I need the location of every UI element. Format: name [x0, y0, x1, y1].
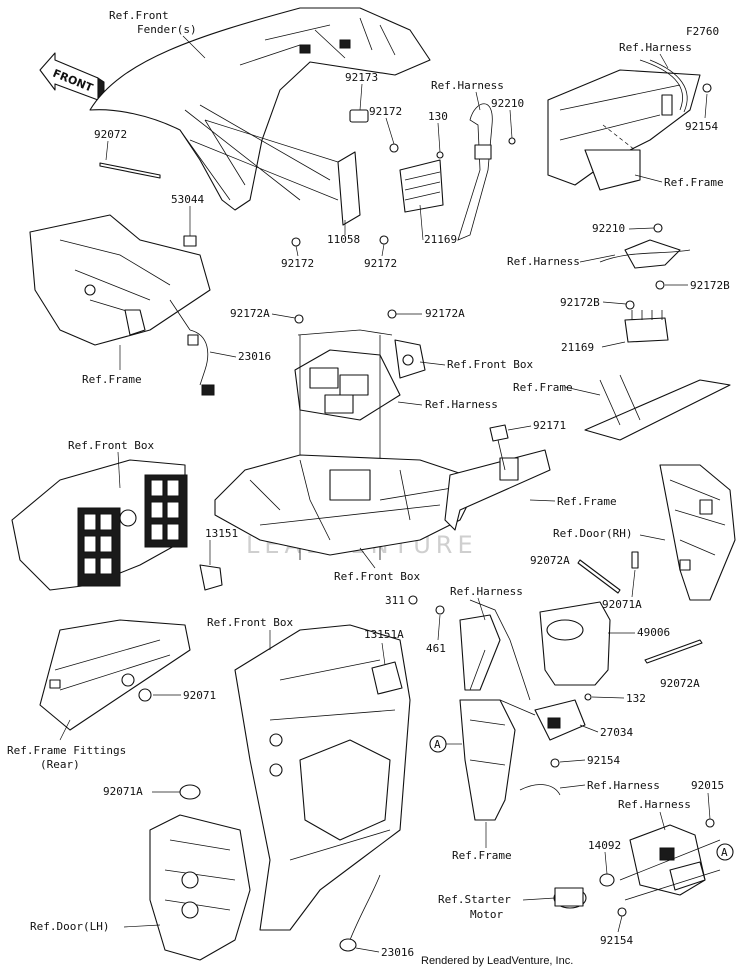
front-direction-arrow: FRONT: [39, 52, 105, 105]
label-311: 311: [385, 594, 405, 607]
label-92072a-1: 92072A: [530, 554, 570, 567]
label-53044: 53044: [171, 193, 204, 206]
label-ref-harness-7: Ref.Harness: [618, 798, 691, 811]
washer-461: [435, 605, 445, 615]
label-ref-starter: Ref.Starter: [438, 893, 511, 906]
door-rh-illustration: [659, 464, 736, 601]
label-13151a: 13151A: [364, 628, 404, 641]
label-92154-2: 92154: [587, 754, 620, 767]
bolt-92154-center: [550, 758, 560, 768]
label-13151: 13151: [205, 527, 238, 540]
nut-311: [408, 595, 418, 605]
label-ref-door-rh: Ref.Door(RH): [553, 527, 632, 540]
front-box-left-panel: [11, 459, 223, 591]
label-ref-harness-4: Ref.Harness: [425, 398, 498, 411]
label-27034: 27034: [600, 726, 633, 739]
label-ref-frame-4: Ref.Frame: [82, 373, 142, 386]
front-box-panel-lower: [234, 624, 411, 931]
door-lh-illustration: [149, 784, 251, 961]
label-92210-right: 92210: [592, 222, 625, 235]
label-ref-frame-fittings: Ref.Frame Fittings: [7, 744, 126, 757]
label-ref-door-lh: Ref.Door(LH): [30, 920, 109, 933]
starter-motor: [553, 887, 587, 909]
label-21169-1: 21169: [424, 233, 457, 246]
label-ref-harness-1: Ref.Harness: [619, 41, 692, 54]
label-92172b-2: 92172B: [690, 279, 730, 292]
label-ref-frame-1: Ref.Frame: [664, 176, 724, 189]
frame-bracket-center-right: [444, 424, 551, 531]
cap-14092: [599, 873, 615, 887]
label-92172-left: 92172: [281, 257, 314, 270]
cover-49006: [539, 601, 611, 686]
harness-clamp-right: [584, 223, 731, 441]
label-ref-frame-3: Ref.Frame: [513, 381, 573, 394]
label-ref-harness-2: Ref.Harness: [431, 79, 504, 92]
label-ref-frame-5: Ref.Frame: [557, 495, 617, 508]
label-ref-harness-5: Ref.Harness: [450, 585, 523, 598]
bolt-132: [584, 693, 592, 701]
label-ref-frame-6: Ref.Frame: [452, 849, 512, 862]
frame-fittings-rear: [39, 619, 191, 731]
label-92172-top: 92172: [369, 105, 402, 118]
label-92015: 92015: [691, 779, 724, 792]
label-92072: 92072: [94, 128, 127, 141]
callout-a-left: A: [434, 738, 441, 751]
label-ref-front-box-4: Ref.Front Box: [207, 616, 293, 629]
footer-credit: Rendered by LeadVenture, Inc.: [421, 955, 573, 967]
front-box-body: [214, 454, 481, 556]
label-461: 461: [426, 642, 446, 655]
fuse-box-assembly: [294, 309, 426, 560]
harness-bracket-top-right: [547, 59, 712, 191]
label-92071a-1: 92071A: [602, 598, 642, 611]
label-92173: 92173: [345, 71, 378, 84]
label-11058: 11058: [327, 233, 360, 246]
relay-bracket-assembly: [189, 103, 516, 247]
label-ref-front-box-1: Ref.Front Box: [447, 358, 533, 371]
harness-lower-center: [459, 599, 531, 701]
label-ref-harness-6: Ref.Harness: [587, 779, 660, 792]
label-132: 132: [626, 692, 646, 705]
label-92071: 92071: [183, 689, 216, 702]
label-92172b-1: 92172B: [560, 296, 600, 309]
callout-a-right: A: [721, 846, 728, 859]
label-ref-front-box-2: Ref.Front Box: [334, 570, 420, 583]
label-92071a-2: 92071A: [103, 785, 143, 798]
wire-23016-lower: [349, 874, 381, 941]
label-92172a-2: 92172A: [425, 307, 465, 320]
label-92172a-1: 92172A: [230, 307, 270, 320]
label-130: 130: [428, 110, 448, 123]
label-21169-2: 21169: [561, 341, 594, 354]
label-92210-1: 92210: [491, 97, 524, 110]
diagram-code: F2760: [686, 25, 719, 38]
harness-lower-right: A: [619, 818, 734, 901]
frame-post-a: A: [429, 699, 516, 821]
label-ref-harness-3: Ref.Harness: [507, 255, 580, 268]
label-49006: 49006: [637, 626, 670, 639]
label-motor: Motor: [470, 908, 503, 921]
bolt-92154-lower: [617, 907, 627, 917]
label-fenders: Fender(s): [137, 23, 197, 36]
label-ref-front: Ref.Front: [109, 9, 169, 22]
label-92171: 92171: [533, 419, 566, 432]
frame-section-upper-left: [29, 214, 215, 396]
label-92154-3: 92154: [600, 934, 633, 947]
label-14092: 14092: [588, 839, 621, 852]
label-92172-right: 92172: [364, 257, 397, 270]
label-92072a-2: 92072A: [660, 677, 700, 690]
label-rear: (Rear): [40, 758, 80, 771]
label-23016-2: 23016: [381, 946, 414, 959]
label-23016-1: 23016: [238, 350, 271, 363]
relay-27034: [499, 699, 586, 741]
label-92154-1: 92154: [685, 120, 718, 133]
front-fender-illustration: [89, 7, 431, 211]
label-ref-front-box-3: Ref.Front Box: [68, 439, 154, 452]
